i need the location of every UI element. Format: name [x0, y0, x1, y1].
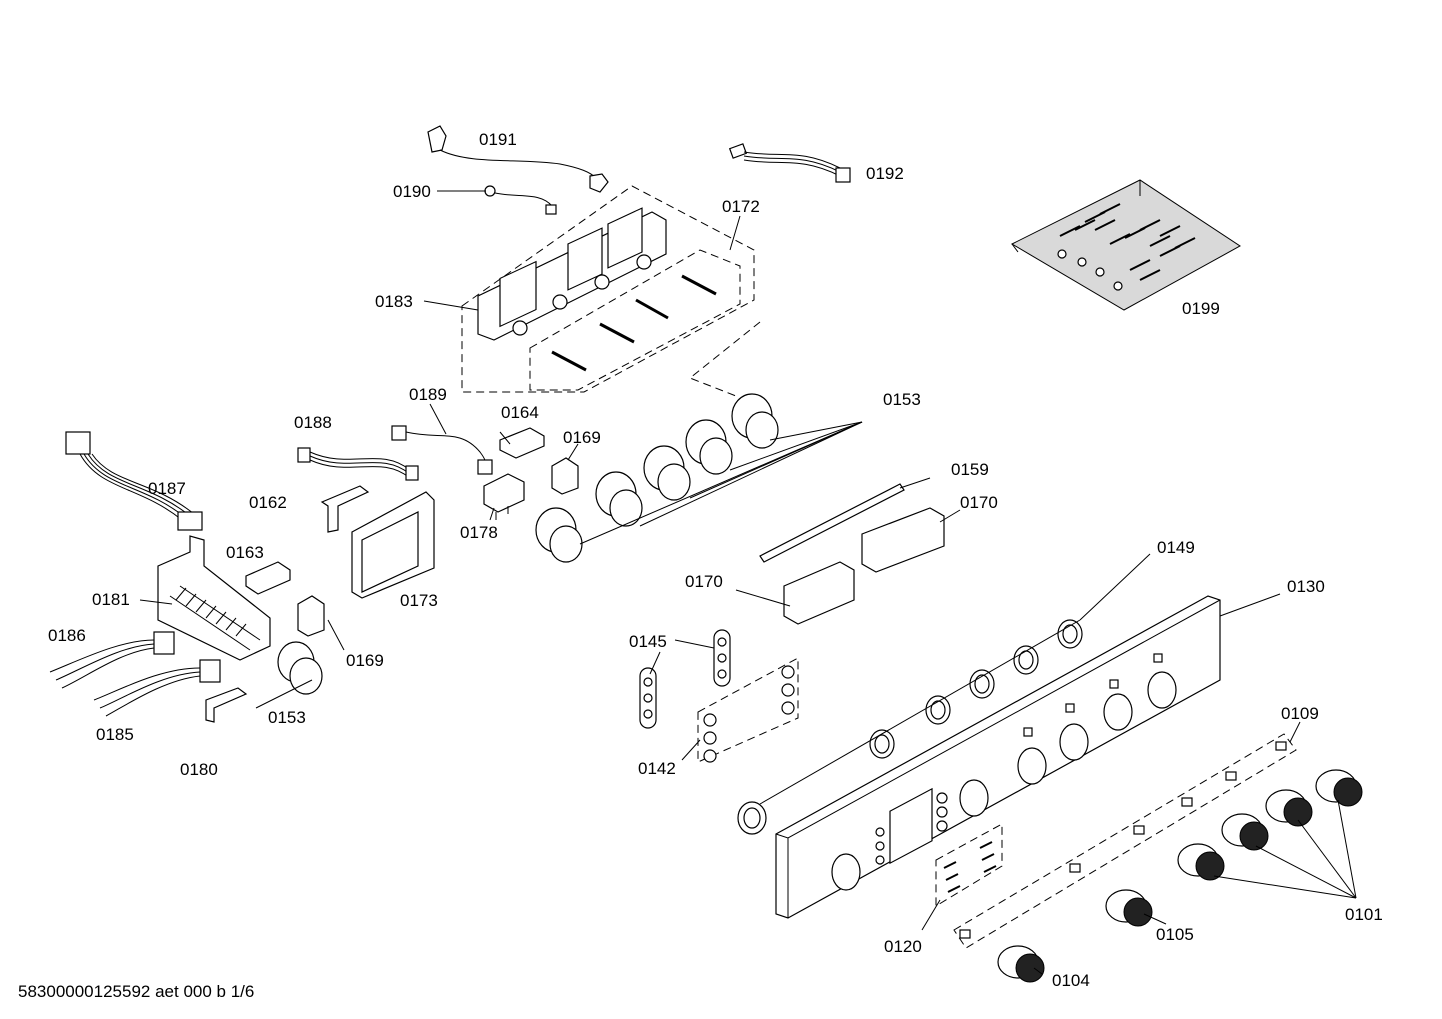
label-0164: 0164 [501, 403, 539, 422]
part-0153-knob-housing-lower [277, 641, 323, 695]
label-0101: 0101 [1345, 905, 1383, 924]
part-0199-screw-bag [1010, 179, 1241, 311]
part-0169-switch [551, 457, 579, 495]
label-0153: 0153 [883, 390, 921, 409]
label-0105: 0105 [1156, 925, 1194, 944]
part-0170-holder-left [783, 561, 855, 625]
drawing-id-footer: 58300000125592 aet 000 b 1/6 [18, 982, 255, 1001]
part-0163-clip [245, 561, 291, 595]
label-0192: 0192 [866, 164, 904, 183]
part-0159-strip [759, 483, 905, 563]
label-0145: 0145 [629, 632, 667, 651]
part-0164-clip [499, 427, 545, 459]
part-0153-knob-housings [535, 393, 779, 563]
label-0170-left: 0170 [685, 572, 723, 591]
part-0192-ribbon-cable [728, 143, 851, 183]
part-0169-switch-lower [297, 595, 325, 637]
label-0130: 0130 [1287, 577, 1325, 596]
label-0186: 0186 [48, 626, 86, 645]
label-0173: 0173 [400, 591, 438, 610]
label-0159: 0159 [951, 460, 989, 479]
part-0142-grommets [697, 657, 799, 763]
part-0170-holder-right [861, 507, 945, 573]
label-0188: 0188 [294, 413, 332, 432]
part-0105-knob [1105, 889, 1153, 927]
label-0183: 0183 [375, 292, 413, 311]
label-0189: 0189 [409, 385, 447, 404]
part-0149-rings [737, 619, 1083, 835]
label-0142: 0142 [638, 759, 676, 778]
part-0191-cable [427, 125, 609, 193]
part-0101-knobs [1177, 769, 1363, 881]
label-0169: 0169 [563, 428, 601, 447]
part-0104-knob [997, 945, 1045, 983]
part-0180-bracket [205, 687, 248, 723]
label-0191: 0191 [479, 130, 517, 149]
part-0183-control-module [461, 185, 755, 393]
label-0190: 0190 [393, 182, 431, 201]
label-0185: 0185 [96, 725, 134, 744]
label-0120: 0120 [884, 937, 922, 956]
part-0185-cable-set [93, 659, 221, 717]
label-0169-lower: 0169 [346, 651, 384, 670]
part-0130-front-panel [775, 595, 1221, 919]
part-0186-cable-set [49, 631, 175, 689]
label-0170: 0170 [960, 493, 998, 512]
part-0189-cable [391, 425, 493, 475]
label-0178: 0178 [460, 523, 498, 542]
part-0181-terminal-block [157, 535, 271, 661]
part-0190-cable [484, 185, 557, 215]
part-0109-spacer-strip [953, 733, 1297, 949]
label-0172: 0172 [722, 197, 760, 216]
label-0181: 0181 [92, 590, 130, 609]
part-0188-ribbon-cable [297, 447, 419, 481]
label-0149: 0149 [1157, 538, 1195, 557]
part-0120-screws [935, 823, 1003, 907]
label-0163: 0163 [226, 543, 264, 562]
label-0104: 0104 [1052, 971, 1090, 990]
label-0153-lower: 0153 [268, 708, 306, 727]
part-0145-bezel-strips [639, 629, 731, 729]
label-0109: 0109 [1281, 704, 1319, 723]
part-0187-cable-harness [65, 431, 203, 531]
part-0173-display-module [351, 491, 435, 599]
label-0199: 0199 [1182, 299, 1220, 318]
label-0187: 0187 [148, 479, 186, 498]
label-0162: 0162 [249, 493, 287, 512]
label-0180: 0180 [180, 760, 218, 779]
leader-lines [139, 190, 1357, 975]
part-0162-bracket [320, 485, 370, 533]
part-0178-selector [483, 473, 525, 520]
